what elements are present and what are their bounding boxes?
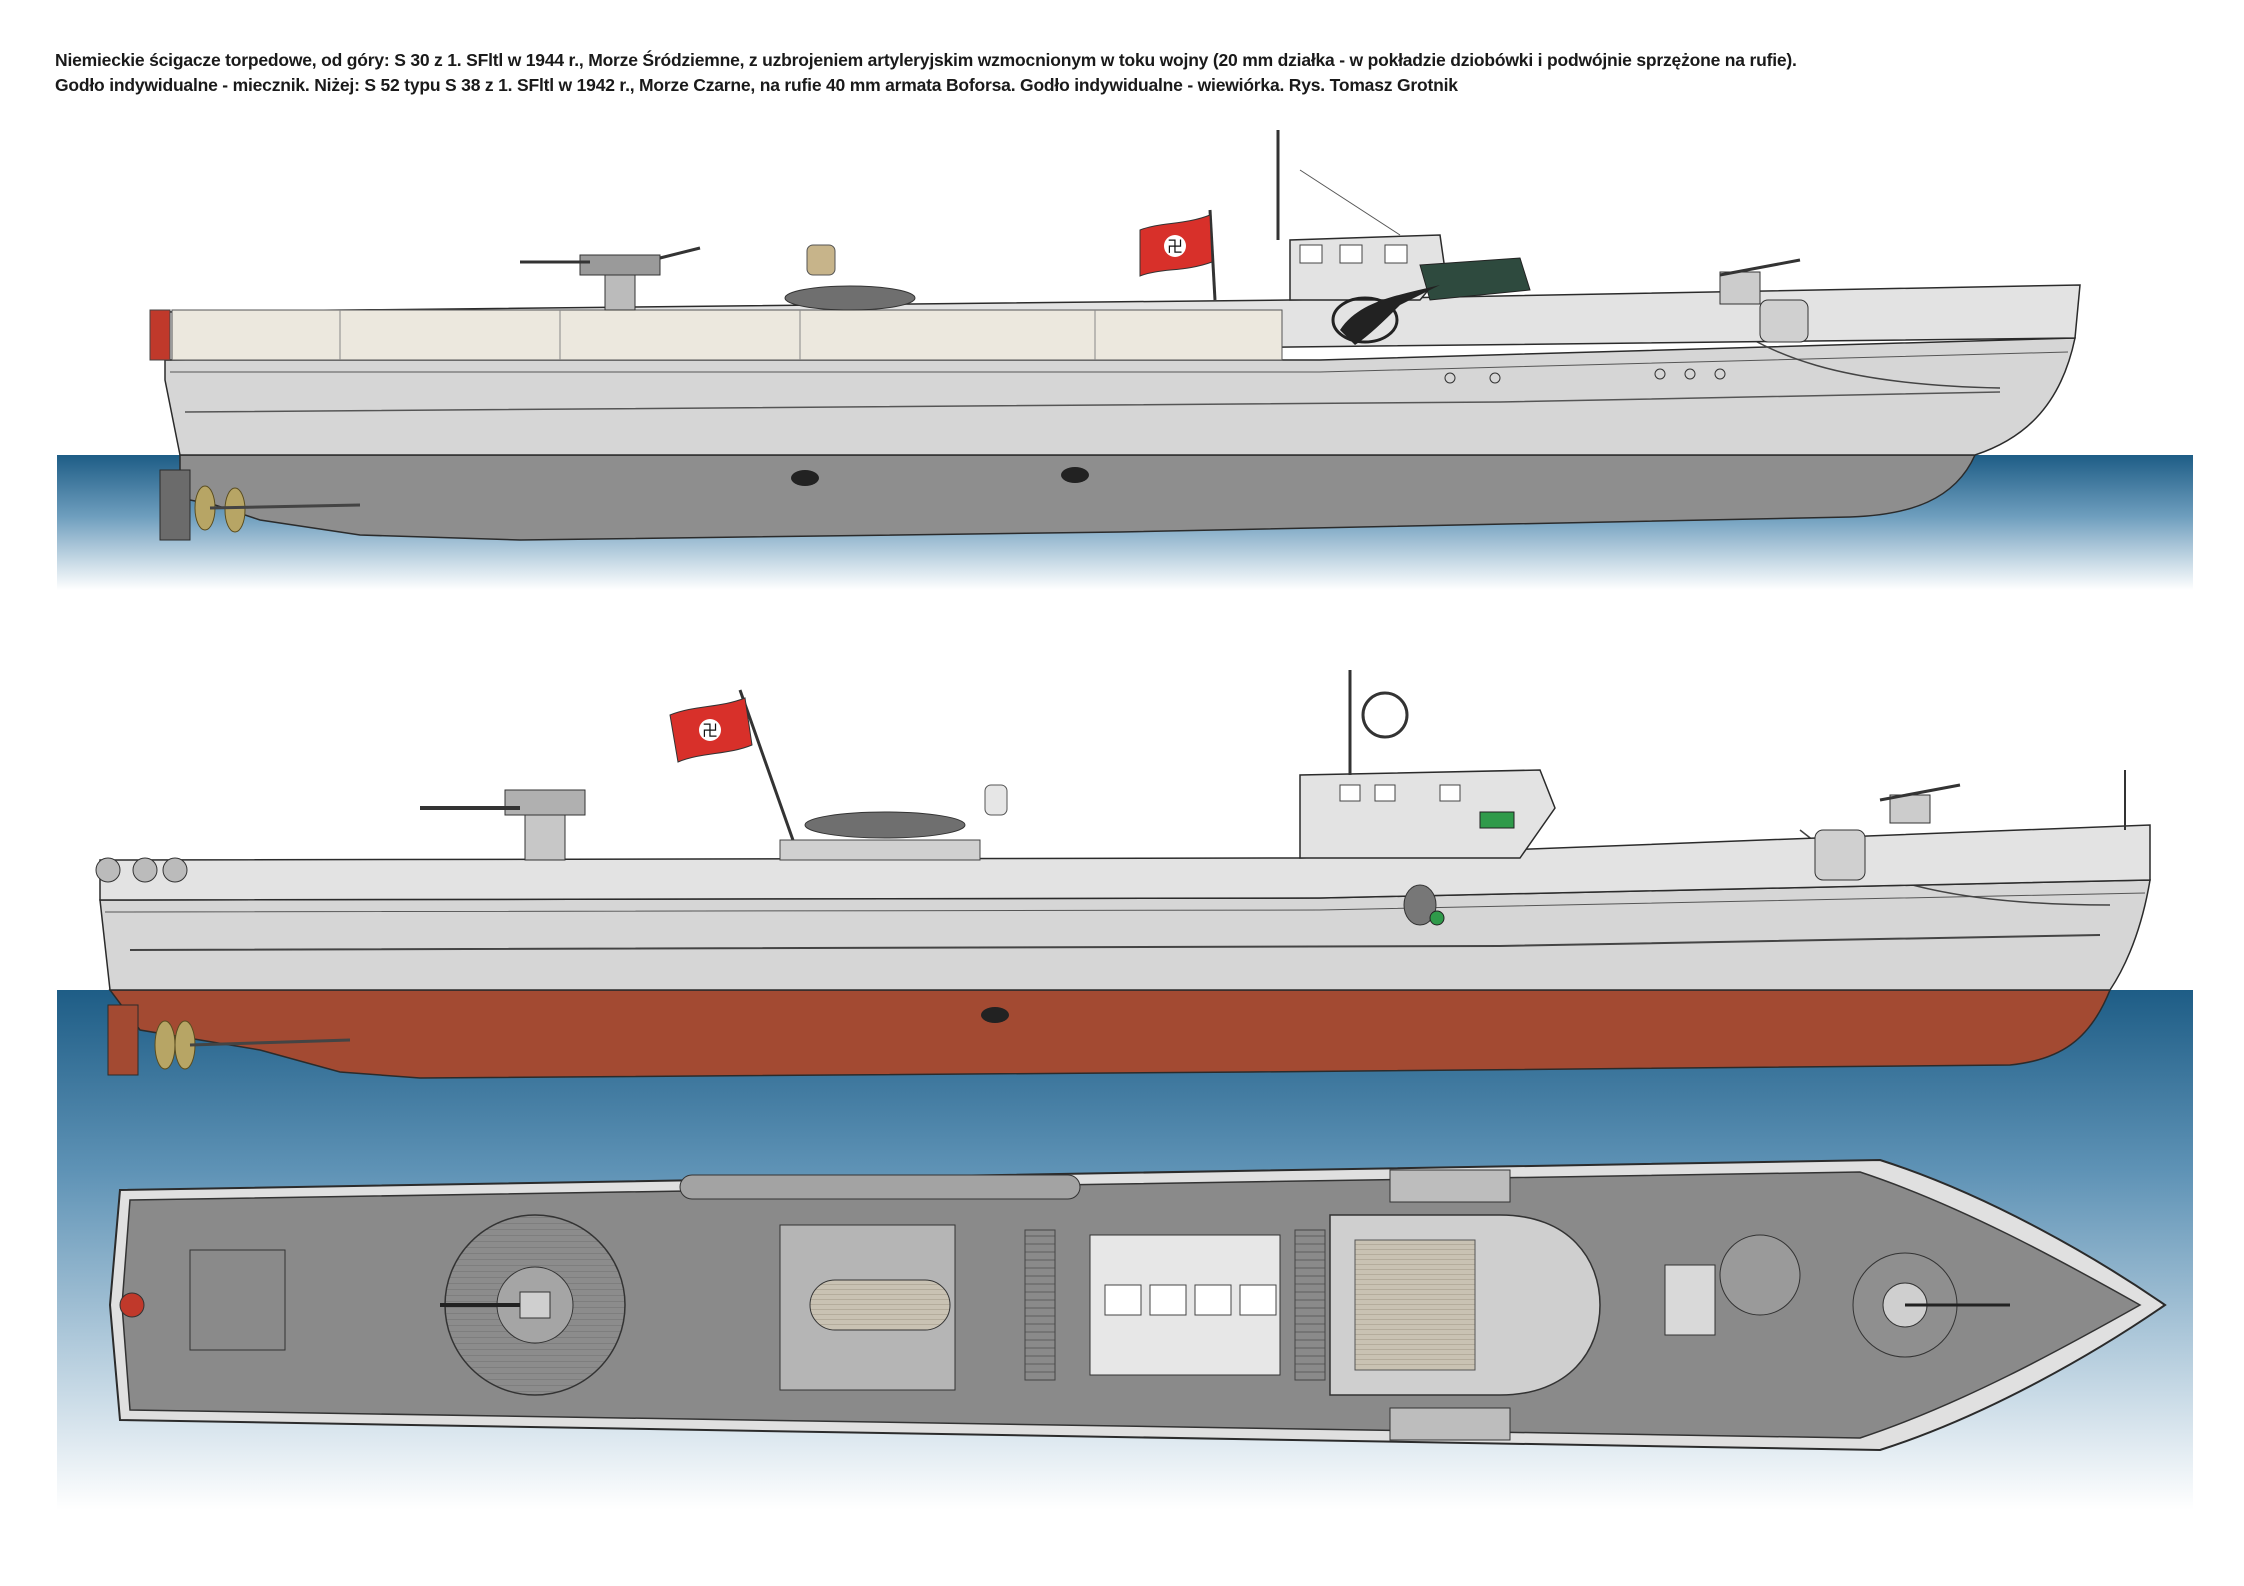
swordfish-emblem-icon: [1331, 285, 1440, 345]
s30-flag-icon: 卍: [1139, 209, 1217, 301]
plan-torpedo-tube-starboard: [1389, 1407, 1511, 1441]
plan-grating-1: [1024, 1229, 1056, 1381]
plan-stern-platform: [189, 1249, 286, 1351]
s52-forward-gun: [1879, 783, 1961, 824]
plan-torpedo-tube-port: [1389, 1169, 1511, 1203]
s30-underwater-hull: [179, 454, 1977, 541]
plan-torpedo-reload: [679, 1174, 1081, 1200]
s30-profile-view: 卍: [57, 130, 2193, 590]
s52-dinghy: [779, 784, 1008, 861]
caption-line-1: Niemieckie ścigacze torpedowe, od góry: …: [55, 50, 1797, 70]
svg-text:卍: 卍: [1167, 237, 1183, 256]
s30-intake-1: [791, 470, 819, 486]
s52-rubbing-strake: [104, 892, 2146, 913]
plan-hatch-forward: [1664, 1264, 1716, 1336]
plan-grating-2: [1294, 1229, 1326, 1381]
caption-line-2: Godło indywidualne - miecznik. Niżej: S …: [55, 75, 1458, 95]
s30-dinghy: [784, 244, 916, 311]
s52-torpedo-tube-cap: [1814, 829, 1866, 881]
s52-bridge: [1299, 670, 1556, 859]
s30-canvas-cover: [171, 309, 1283, 361]
plan-engine-room-skylights: [779, 1224, 1281, 1391]
plan-forward-gun: [1719, 1234, 2010, 1358]
s52-intake: [981, 1007, 1009, 1023]
s52-chine-line: [129, 934, 2101, 951]
s52-bofors-gun: [420, 789, 586, 861]
plan-bridge: [1329, 1214, 1601, 1396]
caption: Niemieckie ścigacze torpedowe, od góry: …: [55, 48, 2195, 98]
s30-rubbing-strake: [170, 351, 2069, 373]
s30-forward-gun: [1719, 258, 1801, 305]
s30-torpedo-tube-cap: [1759, 299, 1809, 343]
s30-propeller: [159, 469, 361, 541]
s30-hull-side: [164, 337, 2076, 456]
squirrel-emblem-icon: [1403, 884, 1445, 926]
s30-bridge: [1276, 130, 1531, 301]
s30-stern-mark: [149, 309, 171, 361]
s30-intake-2: [1061, 467, 1089, 483]
s52-depth-charges: [95, 857, 188, 883]
s52-flag-icon: 卍: [669, 689, 802, 861]
s30-chine-line: [184, 391, 2001, 413]
plan-gun-platform: [440, 1214, 626, 1396]
s30-aft-gun: [520, 246, 701, 311]
plan-stern-light: [119, 1292, 145, 1318]
s52-propeller: [107, 1004, 351, 1076]
s52-underwater-hull: [108, 989, 2112, 1079]
plan-view: [108, 1158, 2167, 1452]
svg-text:卍: 卍: [702, 721, 718, 740]
